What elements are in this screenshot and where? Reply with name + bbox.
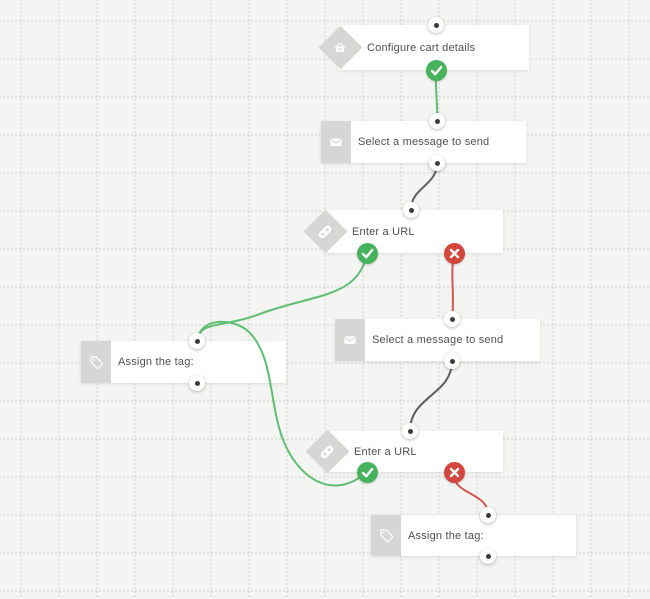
cart-icon (318, 25, 362, 70)
connector-dot[interactable] (444, 353, 460, 369)
connector-dot[interactable] (189, 375, 205, 391)
connector-dot[interactable] (429, 155, 445, 171)
connector-dot[interactable] (428, 17, 444, 33)
fail-x-icon[interactable] (443, 461, 465, 483)
node-label: Enter a URL (352, 225, 415, 238)
connector-dot[interactable] (189, 333, 205, 349)
flow-node-n7[interactable]: Assign the tag: (371, 515, 576, 556)
node-label: Assign the tag: (118, 356, 194, 368)
tag-icon (371, 515, 401, 556)
connector-dot[interactable] (444, 311, 460, 327)
tag-icon (81, 341, 111, 383)
success-check-icon[interactable] (356, 461, 378, 483)
node-label: Configure cart details (367, 41, 476, 54)
node-label: Assign the tag: (408, 529, 484, 542)
connector-dot[interactable] (480, 548, 496, 564)
connector-dot[interactable] (402, 423, 418, 439)
node-label: Select a message to send (372, 334, 504, 346)
success-check-icon[interactable] (356, 242, 378, 264)
connector-dot[interactable] (480, 507, 496, 523)
connector-dot[interactable] (429, 113, 445, 129)
cart-icon-glyph (318, 26, 362, 70)
connector-dot[interactable] (403, 202, 419, 218)
link-icon-glyph (303, 210, 347, 254)
node-label: Enter a URL (354, 445, 417, 458)
node-label: Select a message to send (358, 136, 490, 148)
flow-node-n2[interactable]: Select a message to send (321, 121, 526, 163)
link-icon (303, 209, 347, 254)
envelope-icon (321, 121, 351, 163)
success-check-icon[interactable] (425, 59, 447, 81)
fail-x-icon[interactable] (443, 242, 465, 264)
